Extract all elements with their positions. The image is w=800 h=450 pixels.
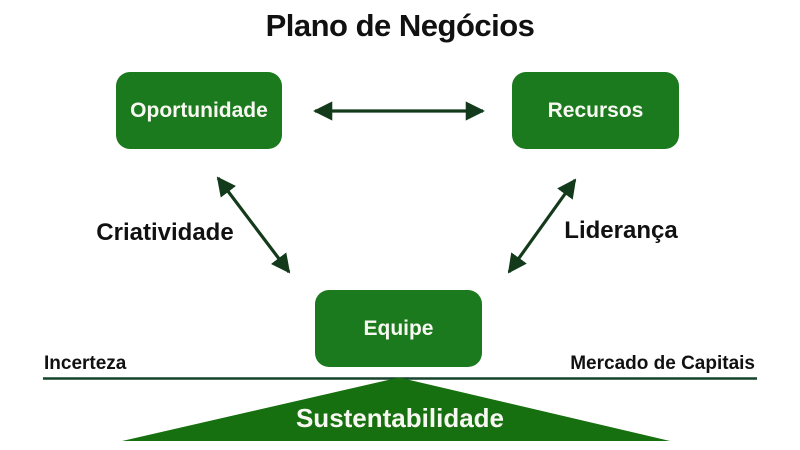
double-arrow-creativity-icon	[216, 176, 291, 274]
diagram-title: Plano de Negócios	[265, 8, 535, 43]
baseline-label-incerteza: Incerteza	[44, 353, 127, 374]
node-resources-label: Recursos	[547, 98, 644, 122]
double-arrow-leadership-icon	[507, 178, 577, 274]
edge-label-creativity: Criatividade	[96, 219, 234, 246]
edge-label-leadership: Liderança	[564, 217, 678, 244]
node-opportunity: Oportunidade	[116, 72, 282, 149]
baseline-label-mercado-de-capitais: Mercado de Capitais	[570, 353, 755, 374]
node-team: Equipe	[315, 290, 482, 367]
node-team-label: Equipe	[363, 316, 434, 340]
node-resources: Recursos	[512, 72, 679, 149]
foundation-label: Sustentabilidade	[295, 403, 505, 433]
node-opportunity-label: Oportunidade	[130, 98, 268, 122]
foundation-triangle	[122, 377, 670, 441]
